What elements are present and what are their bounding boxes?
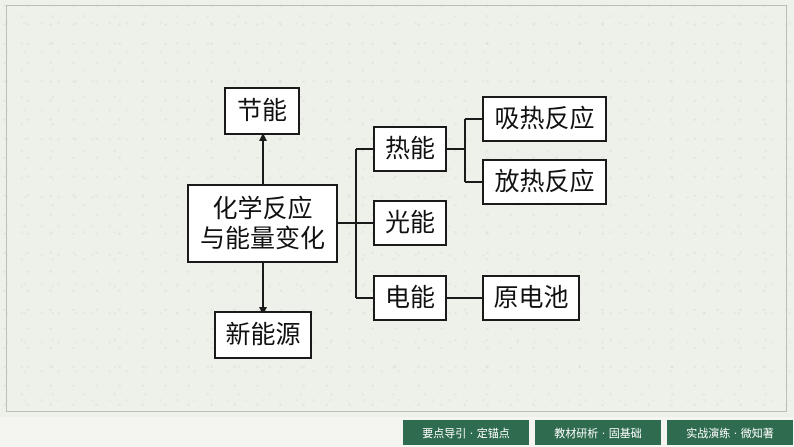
footer-nav-textbook-study-label: 教材研析 · 固基础 — [554, 426, 642, 440]
node-energy-saving: 节能 — [224, 87, 300, 135]
node-light-label: 光能 — [384, 208, 435, 238]
node-electric: 电能 — [373, 275, 447, 321]
footer-nav-key-points[interactable]: 要点导引 · 定锚点 — [403, 420, 529, 445]
node-exothermic: 放热反应 — [482, 159, 607, 205]
node-new-energy: 新能源 — [214, 311, 312, 359]
node-exothermic-label: 放热反应 — [494, 167, 595, 197]
footer-bar — [0, 417, 794, 447]
slide-frame — [6, 5, 787, 412]
node-galvanic-cell: 原电池 — [482, 275, 580, 321]
node-new-energy-label: 新能源 — [225, 320, 301, 350]
footer-nav-key-points-label: 要点导引 · 定锚点 — [422, 426, 510, 440]
node-galvanic-cell-label: 原电池 — [493, 283, 569, 313]
node-center-line2: 与能量变化 — [199, 223, 325, 253]
node-light: 光能 — [373, 200, 447, 246]
node-heat: 热能 — [373, 126, 447, 172]
footer-nav-practice[interactable]: 实战演练 · 微知著 — [667, 420, 793, 445]
node-endothermic-label: 吸热反应 — [494, 104, 595, 134]
footer-nav-practice-label: 实战演练 · 微知著 — [686, 426, 774, 440]
footer-nav-textbook-study[interactable]: 教材研析 · 固基础 — [535, 420, 661, 445]
node-electric-label: 电能 — [384, 283, 435, 313]
node-heat-label: 热能 — [384, 134, 435, 164]
node-center: 化学反应 与能量变化 — [187, 184, 338, 263]
node-endothermic: 吸热反应 — [482, 96, 607, 142]
node-energy-saving-label: 节能 — [236, 96, 287, 126]
node-center-line1: 化学反应 — [212, 194, 313, 223]
